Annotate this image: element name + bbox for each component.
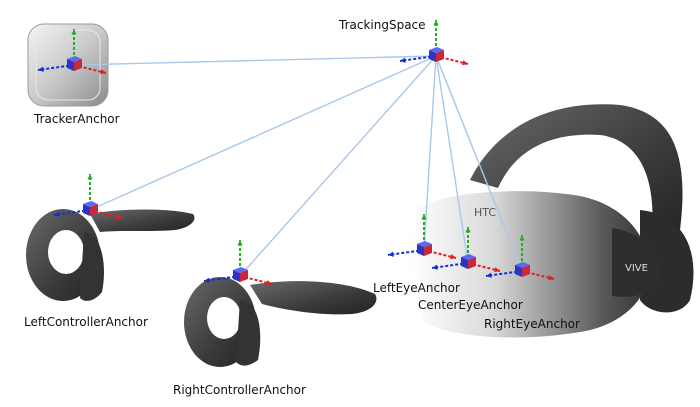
axis-x-tracker-head (100, 69, 106, 75)
label-tracker-anchor: TrackerAnchor (33, 112, 120, 126)
cube-right-tracker (74, 59, 82, 71)
cube-left-center_eye (461, 257, 468, 269)
axis-y-left_eye-head (421, 214, 427, 220)
axis-z-left_eye-head (388, 251, 394, 257)
axis-z-center_eye-head (432, 264, 438, 270)
edge-group (73, 55, 523, 277)
axis-z-tracking-head (400, 57, 406, 63)
axis-x-tracking-head (462, 60, 468, 66)
axis-x-left_ctrl-head (116, 214, 122, 220)
edge-tracking-to-tracker (73, 55, 437, 66)
gizmo-left_ctrl (53, 174, 123, 220)
axis-z-tracker-head (38, 66, 44, 72)
left-controller-image (26, 209, 195, 301)
headset-brand-vive: VIVE (625, 263, 648, 274)
edge-tracking-to-right_eye (435, 55, 523, 272)
gizmo-tracking (399, 20, 469, 66)
cube-right-center_eye (468, 257, 476, 269)
cube-top-right_ctrl (233, 267, 248, 273)
cube-right-tracking (436, 50, 444, 62)
axis-y-right_ctrl-head (237, 240, 243, 246)
axis-y-right_eye-head (519, 235, 525, 241)
cube-left-left_ctrl (83, 204, 90, 216)
headset-image (411, 104, 694, 338)
cube-top-left_eye (417, 241, 432, 247)
cube-left-right_ctrl (233, 270, 240, 282)
edge-tracking-to-left_ctrl (89, 55, 437, 211)
right-controller-image (184, 277, 377, 367)
headset-brand-htc: HTC (474, 206, 496, 219)
cube-left-tracking (429, 50, 436, 62)
gizmo-tracker (37, 29, 107, 75)
cube-right-right_ctrl (240, 270, 248, 282)
axis-z-left_ctrl-head (54, 211, 60, 217)
label-center-eye-anchor: CenterEyeAnchor (418, 298, 523, 312)
cube-right-left_ctrl (90, 204, 98, 216)
cube-left-left_eye (417, 244, 424, 256)
edge-tracking-to-center_eye (435, 55, 469, 264)
cube-right-right_eye (522, 265, 530, 277)
axis-y-center_eye-head (465, 227, 471, 233)
label-left-controller-anchor: LeftControllerAnchor (24, 315, 148, 329)
label-tracking-space: TrackingSpace (338, 18, 426, 32)
axis-y-tracker-head (71, 29, 77, 35)
label-left-eye-anchor: LeftEyeAnchor (373, 281, 460, 295)
gizmo-right_eye (485, 235, 555, 281)
edge-tracking-to-left_eye (423, 55, 437, 251)
axis-y-tracking-head (433, 20, 439, 26)
gizmo-left_eye (387, 214, 457, 260)
cube-top-center_eye (461, 254, 476, 260)
cube-top-tracking (429, 47, 444, 53)
axis-x-right_ctrl-head (266, 280, 272, 286)
label-right-eye-anchor: RightEyeAnchor (484, 317, 580, 331)
axis-x-right_eye-head (548, 275, 554, 281)
cube-top-left_ctrl (83, 201, 98, 207)
cube-top-tracker (67, 56, 82, 62)
axis-z-right_eye-head (486, 272, 492, 278)
axis-x-left_eye-head (450, 254, 456, 260)
gizmo-right_ctrl (203, 240, 273, 286)
cube-right-left_eye (424, 244, 432, 256)
label-right-controller-anchor: RightControllerAnchor (173, 383, 306, 397)
cube-left-right_eye (515, 265, 522, 277)
gizmo-center_eye (431, 227, 501, 273)
cube-top-right_eye (515, 262, 530, 268)
edge-tracking-to-right_ctrl (239, 55, 437, 277)
axis-z-right_ctrl-head (204, 277, 210, 283)
axis-y-left_ctrl-head (87, 174, 93, 180)
axis-x-center_eye-head (494, 267, 500, 273)
cube-left-tracker (67, 59, 74, 71)
gizmo-group (37, 20, 555, 286)
